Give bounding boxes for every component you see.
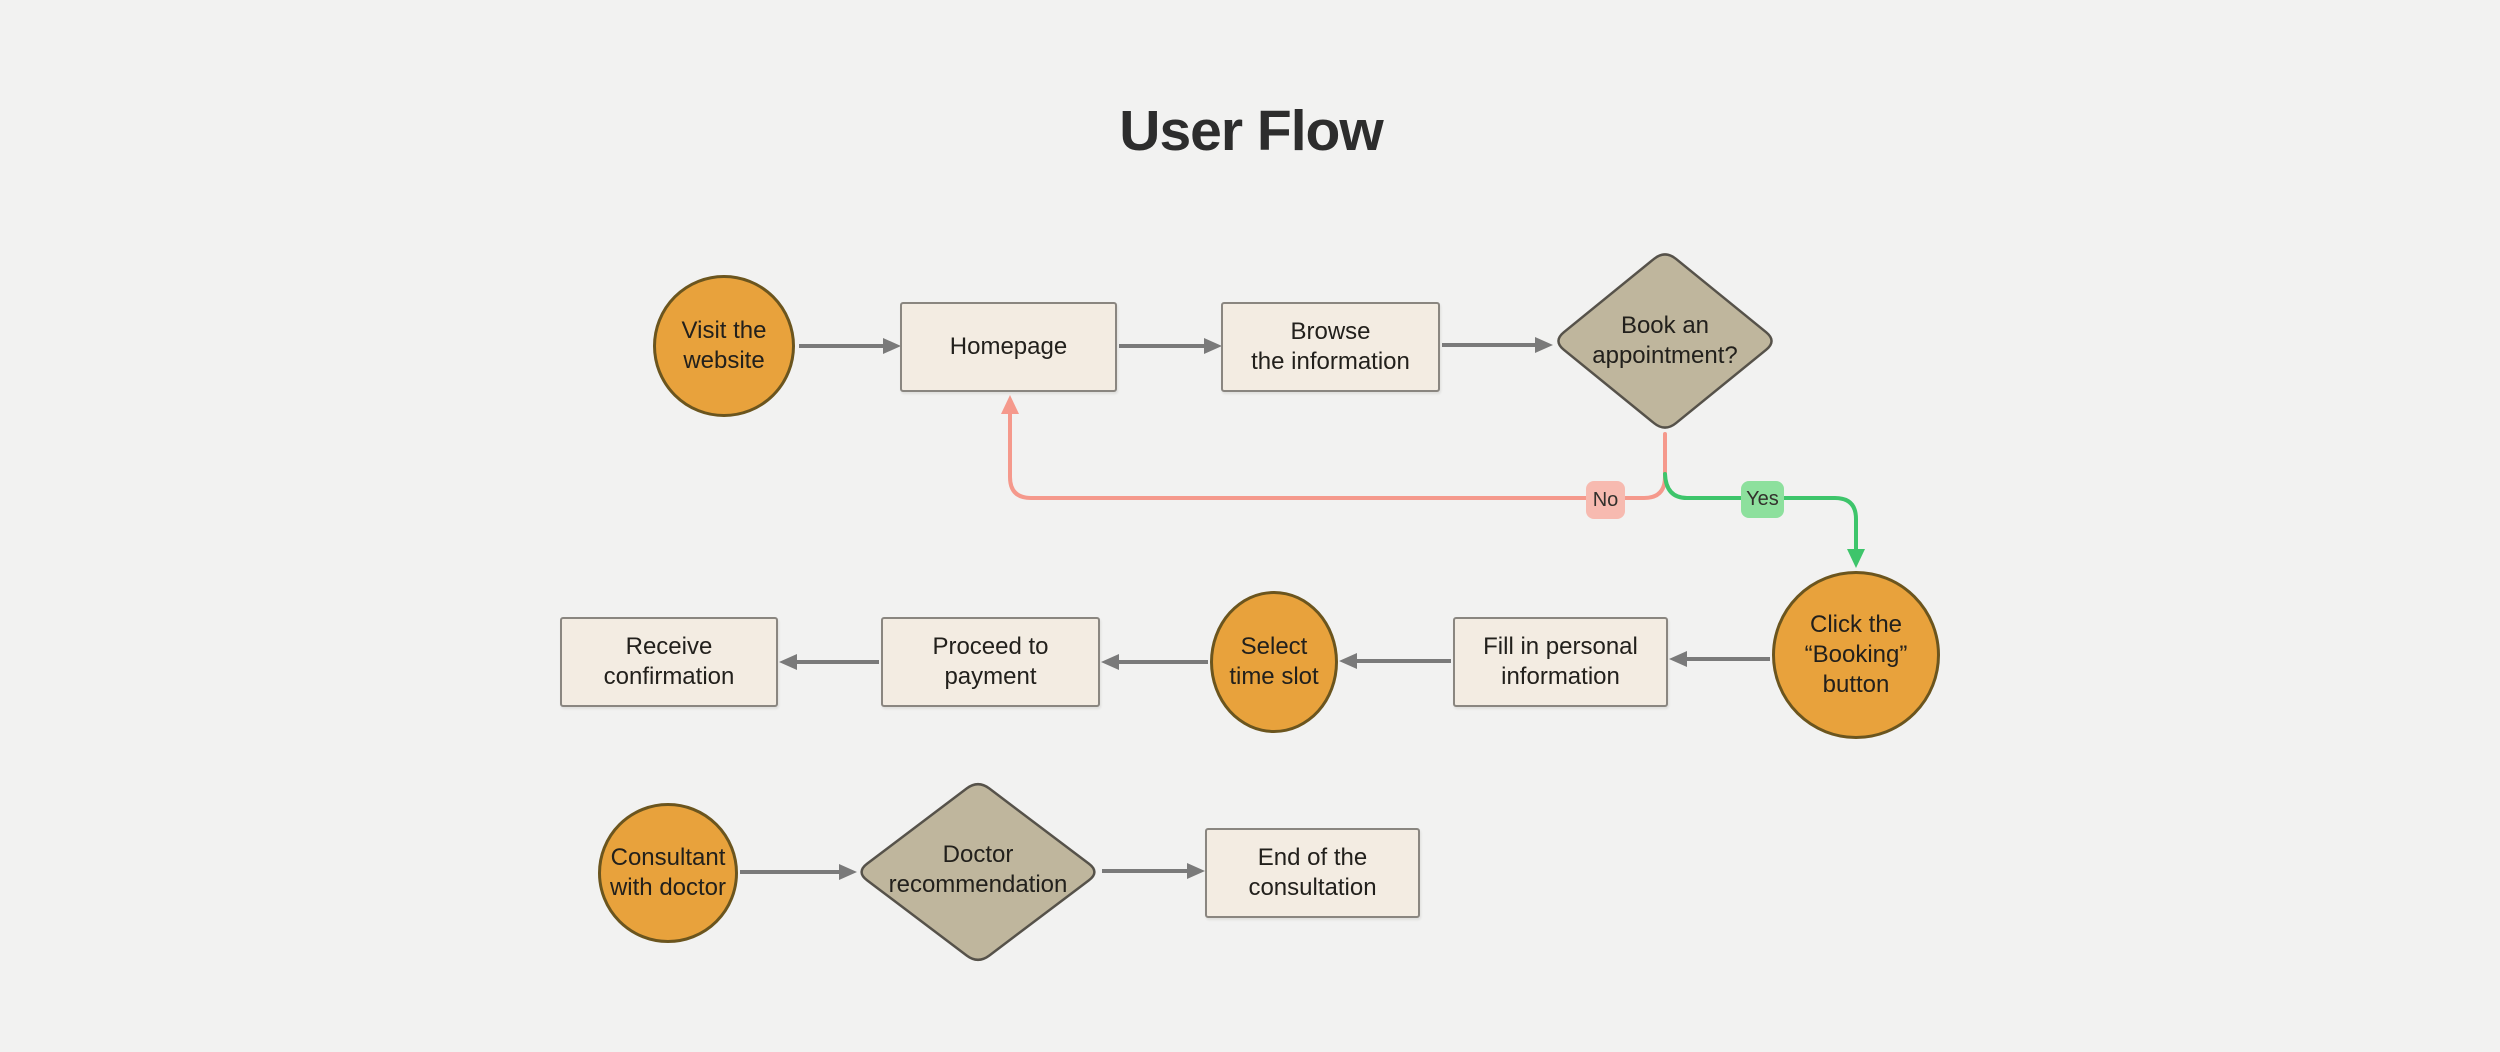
node-browse-information-label: Browse the information	[1251, 317, 1410, 375]
edge-label-no-text: No	[1592, 488, 1619, 511]
node-receive-confirmation-label: Receive confirmation	[603, 632, 735, 690]
node-consultant-with-doctor-label: Consultant with doctor	[609, 843, 727, 901]
node-proceed-to-payment-label: Proceed to payment	[932, 632, 1049, 690]
node-homepage-label: Homepage	[949, 332, 1068, 360]
edge-label-no: No	[1586, 481, 1625, 519]
node-book-appointment: Book an appointment?	[1515, 296, 1815, 386]
node-end-of-consultation: End of the consultation	[1205, 828, 1420, 918]
edge-label-yes: Yes	[1741, 481, 1784, 518]
node-receive-confirmation: Receive confirmation	[560, 617, 778, 707]
node-book-appointment-label: Book an appointment?	[1592, 311, 1738, 369]
node-homepage: Homepage	[900, 302, 1117, 392]
node-visit-website: Visit the website	[653, 275, 795, 417]
node-browse-information: Browse the information	[1221, 302, 1440, 392]
node-doctor-recommendation-label: Doctor recommendation	[888, 840, 1068, 898]
node-end-of-consultation-label: End of the consultation	[1248, 843, 1377, 901]
diagram-title: User Flow	[1119, 99, 1383, 163]
edge-book-yes	[1663, 472, 1865, 568]
node-select-time-slot: Select time slot	[1210, 591, 1338, 733]
node-fill-personal-information-label: Fill in personal information	[1483, 632, 1638, 690]
node-click-booking-button-label: Click the “Booking” button	[1804, 610, 1908, 699]
edge-label-yes-text: Yes	[1746, 488, 1779, 510]
node-select-time-slot-label: Select time slot	[1229, 632, 1319, 690]
decision-doctor-recommendation-shape	[860, 782, 1096, 962]
decision-book-appointment-shape	[1557, 253, 1773, 429]
node-click-booking-button: Click the “Booking” button	[1772, 571, 1940, 739]
node-proceed-to-payment: Proceed to payment	[881, 617, 1100, 707]
edge-book-no	[1001, 395, 1667, 500]
node-consultant-with-doctor: Consultant with doctor	[598, 803, 738, 943]
node-visit-website-label: Visit the website	[681, 316, 767, 374]
node-fill-personal-information: Fill in personal information	[1453, 617, 1668, 707]
node-doctor-recommendation: Doctor recommendation	[828, 825, 1128, 915]
